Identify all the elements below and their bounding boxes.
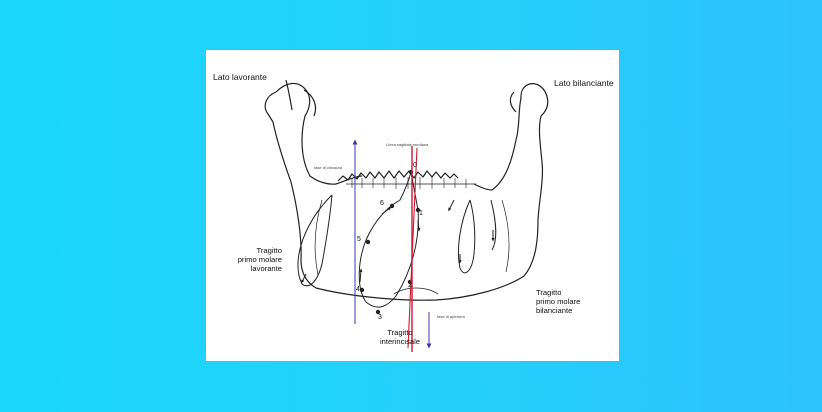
opening-phase-label: fase di apertura	[437, 314, 465, 319]
working-side-label: Lato lavorante	[213, 72, 267, 82]
point-1	[415, 207, 421, 213]
point-6	[389, 203, 395, 209]
point-label-2: 2	[408, 282, 412, 289]
midsagittal-line-secondary	[407, 147, 418, 349]
point-3	[375, 309, 381, 315]
movement-paths	[297, 171, 497, 308]
point-label-3: 3	[378, 314, 382, 321]
working-molar-path-label: Tragitto primo molare lavorante	[237, 246, 282, 273]
point-label-0: 0	[413, 162, 417, 169]
point-label-1: 1	[419, 210, 423, 217]
point-4	[359, 287, 365, 293]
mandible-drawing	[264, 79, 549, 352]
diagram-card: Lato lavorante Lato bilanciante Tragitto…	[206, 50, 619, 361]
point-5	[365, 239, 371, 245]
point-label-6: 6	[380, 200, 384, 207]
balancing-side-label: Lato bilanciante	[554, 78, 614, 88]
point-label-4: 4	[356, 286, 360, 293]
trace-points	[359, 169, 421, 315]
point-label-5: 5	[357, 236, 361, 243]
mandible-outline	[264, 79, 549, 301]
closing-phase-label: fase di chiusura	[314, 165, 343, 170]
midsagittal-line-label: Linea sagittale mediana	[386, 142, 429, 147]
balancing-molar-path-label: Tragitto primo molare bilanciante	[536, 288, 581, 315]
interincisal-path-label: Tragitto interincisale	[379, 328, 421, 346]
